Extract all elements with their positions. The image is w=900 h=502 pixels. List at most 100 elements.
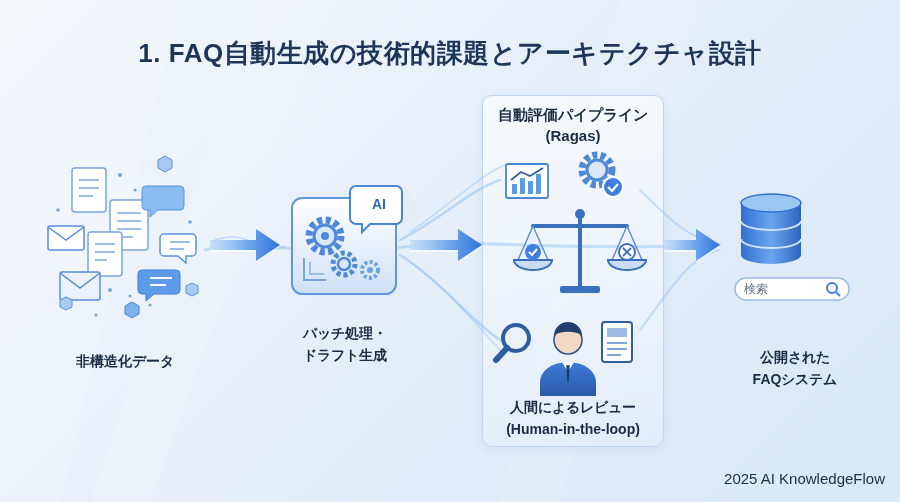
data-icons-part [170, 242, 190, 249]
flow-swoosh-part [400, 255, 500, 340]
data-icons-part [95, 314, 98, 317]
reviewer-icons-part [567, 366, 569, 382]
flow-swoosh-part [410, 165, 505, 232]
arrow-shape [664, 229, 720, 261]
data-icons-part [125, 302, 139, 318]
scales-icon-part [623, 248, 631, 256]
reviewer-icons-part [607, 328, 627, 337]
data-icons-part [88, 232, 122, 276]
reviewer-icons-part [540, 362, 596, 396]
data-icons-part [158, 156, 172, 172]
database-icon-part [741, 203, 801, 264]
batch-processor-icon-part [367, 267, 373, 273]
node-label: バッチ処理・ ドラフト生成 [280, 322, 410, 366]
evaluation-icons-part [506, 164, 548, 198]
reviewer-icons [496, 322, 632, 396]
batch-processor-icon-part [350, 186, 402, 232]
reviewer-icons-part [607, 343, 627, 355]
scales-icon-part [560, 286, 600, 293]
arrow-glow [410, 231, 482, 263]
source-node: 非構造化データ [40, 150, 210, 372]
scales-icon-part [529, 249, 537, 255]
data-icons-part [72, 168, 106, 212]
reviewer-icons-part [554, 322, 582, 336]
data-icons-part [160, 234, 196, 263]
search-bar-part [836, 292, 840, 296]
evaluation-icons-part [511, 168, 543, 180]
search-bar [735, 278, 849, 300]
evaluation-icons-part [603, 177, 623, 197]
data-icons-part [79, 180, 99, 196]
flow-swoosh-part [640, 190, 720, 244]
data-icons-part [60, 273, 100, 288]
light-ray-part [90, 0, 330, 502]
flow-arrow [410, 229, 482, 263]
evaluation-icons-part [536, 174, 541, 194]
reviewer-icons-part [496, 348, 507, 360]
output-node: 公開された FAQシステム [720, 190, 870, 390]
database-icon-part [741, 221, 801, 248]
pipeline-panel: 自動評価パイプライン (Ragas)人間によるレビュー (Human-in-th… [482, 95, 664, 447]
watermark: 2025 AI KnowledgeFlow [585, 470, 885, 487]
evaluation-icons-part [520, 178, 525, 194]
scales-icon-part [533, 224, 627, 228]
flow-swoosh-part [640, 250, 720, 330]
evaluation-icons-part [512, 184, 517, 194]
arrow-glow [210, 231, 280, 263]
data-icons-part [186, 283, 198, 296]
reviewer-icons-part [503, 325, 529, 351]
data-icons-part [142, 186, 184, 217]
process-node: バッチ処理・ ドラフト生成 [280, 186, 410, 366]
scales-icon [514, 209, 646, 293]
scales-icon-part [514, 260, 552, 270]
evaluation-icons-part [608, 184, 618, 191]
scales-icon-part [575, 209, 585, 219]
data-icons-part [60, 297, 72, 310]
batch-processor-icon-part [292, 198, 396, 294]
scales-icon-part [608, 260, 646, 270]
flow-swoosh-part [215, 237, 285, 249]
batch-processor-icon-part [304, 258, 326, 280]
reviewer-icons-part [562, 362, 574, 372]
flow-swoosh [205, 165, 720, 355]
light-ray [0, 0, 700, 502]
scales-icon-part [525, 244, 541, 260]
scales-icon-part [619, 244, 635, 260]
data-icons-part [95, 244, 115, 260]
data-icons-part [110, 200, 148, 250]
batch-processor-icon-part [362, 262, 378, 278]
evaluation-icons-part [582, 155, 612, 185]
flow-swoosh-part [400, 180, 500, 240]
data-icons-part [60, 272, 100, 300]
batch-processor-icon-part [309, 220, 341, 252]
database-icon-part [741, 194, 801, 212]
data-icons-part [138, 270, 180, 301]
data-icons-part [48, 227, 84, 240]
arrow-shape [210, 229, 280, 261]
batch-processor-icon-part [310, 262, 324, 274]
scales-icon-part [518, 226, 642, 260]
batch-processor-icon-part [333, 253, 355, 275]
evaluation-icons [506, 155, 623, 198]
evaluation-icons-part [587, 160, 607, 180]
arrow-glow [664, 231, 720, 263]
search-placeholder: 検索 [744, 281, 824, 298]
evaluation-icons-part [528, 181, 533, 194]
diagram-title: 1. FAQ自動生成の技術的課題とアーキテクチャ設計 [0, 36, 900, 71]
batch-processor-icon [292, 186, 402, 294]
data-icons-part [56, 208, 60, 212]
data-icons [48, 156, 198, 318]
data-icons-part [149, 304, 152, 307]
ai-badge-text: AI [356, 196, 402, 212]
scales-icon-part [578, 214, 582, 288]
reviewer-icons-part [554, 326, 582, 354]
batch-processor-icon-part [314, 225, 336, 247]
data-icons-part [188, 220, 192, 224]
flow-swoosh-part [410, 262, 505, 355]
